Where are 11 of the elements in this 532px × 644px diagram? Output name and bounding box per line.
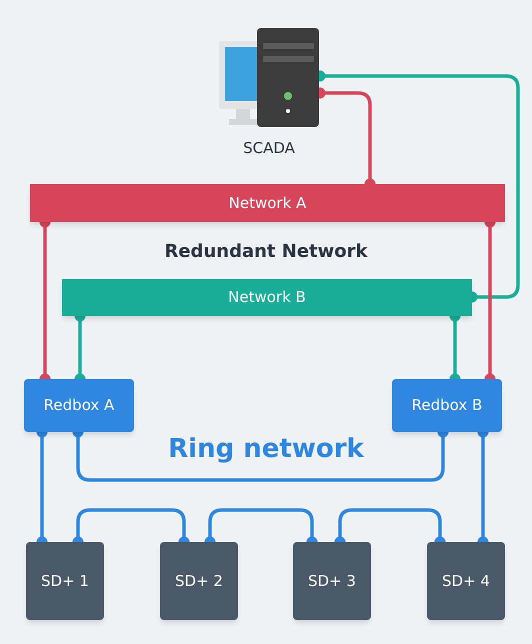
network-bar: Network B <box>62 279 472 316</box>
section-label: Ring network <box>167 433 366 466</box>
device-box: Redbox A <box>24 379 134 432</box>
network-bar: Network A <box>30 184 505 222</box>
device-box: SD+ 1 <box>26 542 104 620</box>
device-box: SD+ 3 <box>293 542 371 620</box>
device-box: SD+ 4 <box>427 542 505 620</box>
section-label: Redundant Network <box>163 240 369 264</box>
device-box: Redbox B <box>392 379 502 432</box>
node-label: SCADA <box>243 138 295 159</box>
device-box: SD+ 2 <box>160 542 238 620</box>
